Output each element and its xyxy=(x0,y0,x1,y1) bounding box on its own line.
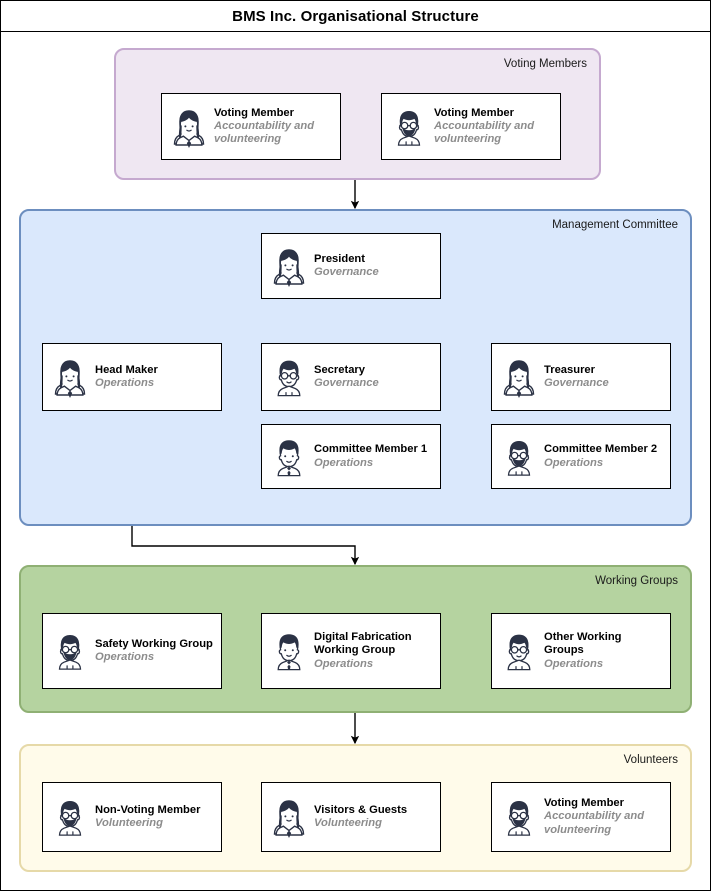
card-secretary[interactable]: Secretary Governance xyxy=(261,343,441,411)
man-beard-glasses-avatar-icon xyxy=(500,795,538,839)
woman-long-hair-avatar-icon xyxy=(270,244,308,288)
woman-long-hair-avatar-icon xyxy=(270,795,308,839)
card-treasurer[interactable]: Treasurer Governance xyxy=(491,343,671,411)
man-beard-glasses-avatar-icon xyxy=(51,629,89,673)
group-label-working-groups: Working Groups xyxy=(595,575,678,587)
page-title: BMS Inc. Organisational Structure xyxy=(232,7,479,25)
card-visitors-and-guests[interactable]: Visitors & Guests Volunteering xyxy=(261,782,441,852)
card-role: Volunteering xyxy=(314,817,382,829)
group-label-management-committee: Management Committee xyxy=(552,219,678,231)
card-volunteer-voting-member[interactable]: Voting Member Accountability and volunte… xyxy=(491,782,671,852)
card-name: Visitors & Guests xyxy=(314,803,408,816)
card-name: Committee Member 1 xyxy=(314,443,428,456)
card-non-voting-member[interactable]: Non-Voting Member Volunteering xyxy=(42,782,222,852)
card-name: Voting Member xyxy=(544,797,624,810)
card-role: Operations xyxy=(95,377,155,389)
card-role: Governance xyxy=(544,377,609,389)
card-role: Operations xyxy=(544,456,604,469)
card-head-maker[interactable]: Head Maker Operations xyxy=(42,343,222,411)
card-voting-member-1[interactable]: Voting Member Accountability and volunte… xyxy=(161,93,341,160)
card-name: Committee Member 2 xyxy=(544,443,658,456)
card-role: Governance xyxy=(314,266,379,278)
man-beard-glasses-avatar-icon xyxy=(51,795,89,839)
card-digital-fabrication-working-group[interactable]: Digital Fabrication Working Group Operat… xyxy=(261,613,441,689)
card-role: Accountability and volunteering xyxy=(544,810,645,836)
card-other-working-groups[interactable]: Other Working Groups Operations xyxy=(491,613,671,689)
man-tie-avatar-icon xyxy=(270,629,308,673)
card-name: Other Working Groups xyxy=(544,631,622,657)
group-label-volunteers: Volunteers xyxy=(623,754,678,766)
card-name: Voting Member xyxy=(434,106,514,119)
woman-long-hair-avatar-icon xyxy=(51,355,89,399)
card-name: Voting Member xyxy=(214,106,294,119)
card-name: Safety Working Group xyxy=(95,637,213,650)
man-glasses-avatar-icon xyxy=(270,355,308,399)
card-name: Head Maker xyxy=(95,363,158,376)
card-president[interactable]: President Governance xyxy=(261,233,441,299)
card-committee-member-2[interactable]: Committee Member 2 Operations xyxy=(491,424,671,489)
card-role: Operations xyxy=(544,657,604,670)
man-tie-avatar-icon xyxy=(270,435,308,479)
man-glasses-avatar-icon xyxy=(500,629,538,673)
card-safety-working-group[interactable]: Safety Working Group Operations xyxy=(42,613,222,689)
card-role: Volunteering xyxy=(95,817,163,829)
card-name: Non-Voting Member xyxy=(95,803,201,816)
group-label-voting-members: Voting Members xyxy=(503,58,587,70)
card-role: Governance xyxy=(314,377,379,389)
man-beard-glasses-avatar-icon xyxy=(390,105,428,149)
man-beard-glasses-avatar-icon xyxy=(500,435,538,479)
card-role: Operations xyxy=(314,456,374,469)
card-role: Operations xyxy=(314,657,374,670)
card-name: President xyxy=(314,252,365,265)
card-role: Accountability and volunteering xyxy=(214,119,315,146)
card-role: Operations xyxy=(95,651,155,663)
woman-long-hair-avatar-icon xyxy=(500,355,538,399)
card-name: Treasurer xyxy=(544,363,595,376)
chart-title-bar: BMS Inc. Organisational Structure xyxy=(1,1,710,32)
card-voting-member-2[interactable]: Voting Member Accountability and volunte… xyxy=(381,93,561,160)
card-role: Accountability and volunteering xyxy=(434,119,535,146)
woman-long-hair-avatar-icon xyxy=(170,105,208,149)
card-name: Digital Fabrication Working Group xyxy=(314,631,412,657)
card-committee-member-1[interactable]: Committee Member 1 Operations xyxy=(261,424,441,489)
card-name: Secretary xyxy=(314,363,366,376)
